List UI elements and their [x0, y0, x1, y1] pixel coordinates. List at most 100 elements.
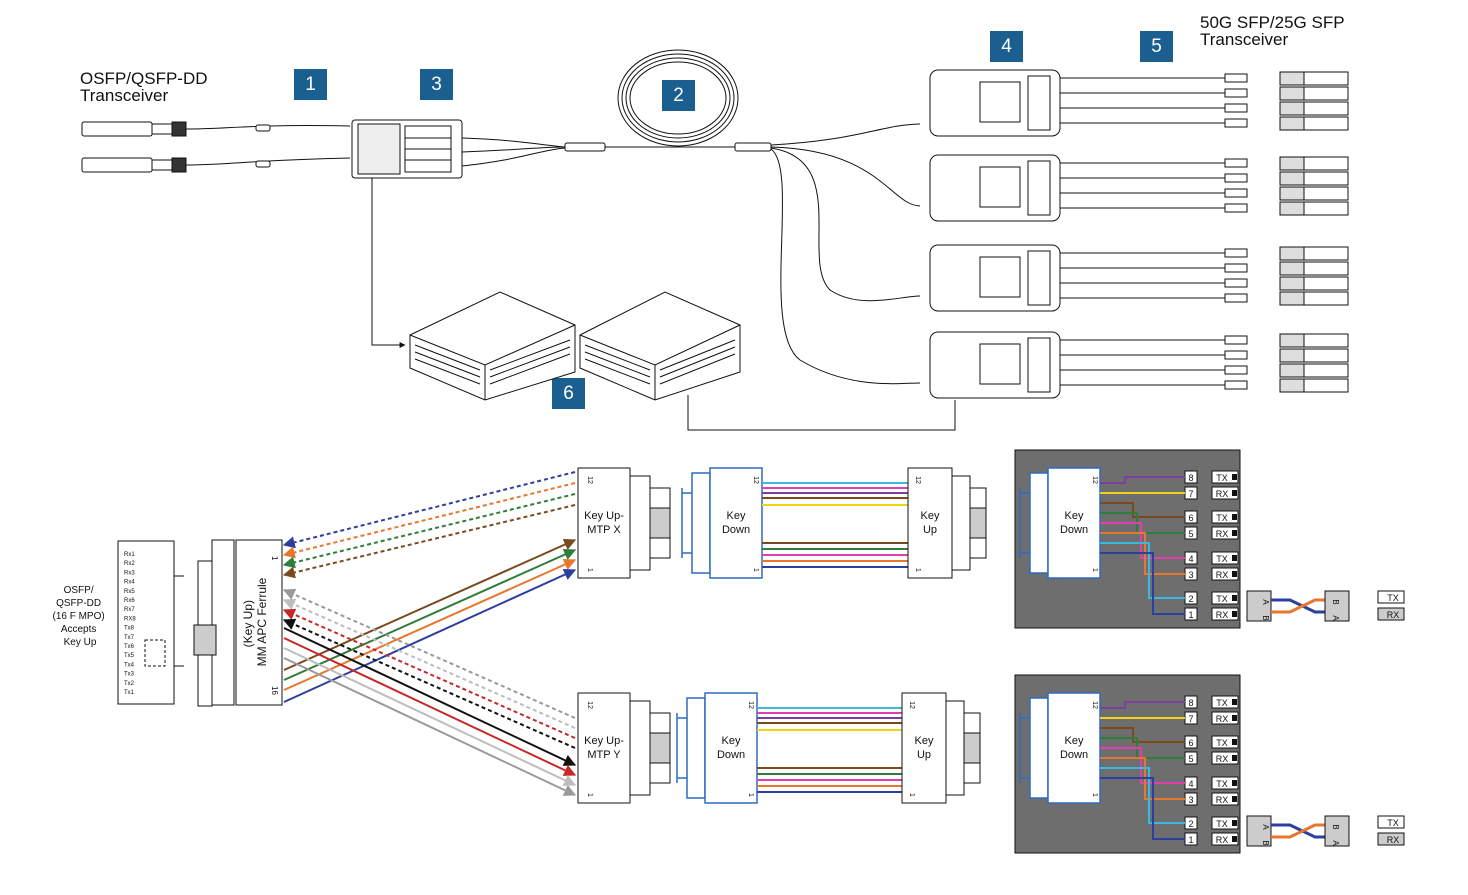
mtp-cassette-3 [351, 119, 463, 179]
lc-connector-4-1 [1224, 335, 1248, 345]
sfp-latch-3-4 [1279, 291, 1305, 306]
mtp-pin-1: 1 [586, 568, 593, 572]
lc-connector-3-3 [1224, 278, 1248, 288]
end-rx-label: RX [1387, 610, 1400, 620]
port-type-box-1 [1211, 832, 1239, 846]
key-down-connector [704, 692, 758, 804]
key-down-line1: Key [727, 510, 746, 522]
port-label-tx7: Tx7 [124, 635, 135, 641]
key-down-line1: Key [722, 735, 741, 747]
key-up-connector [901, 692, 947, 804]
port-type-box-3 [1211, 792, 1239, 806]
adapter-bracket [676, 713, 687, 783]
port-type-box-4 [1211, 551, 1239, 565]
badge-1: 1 [294, 69, 327, 100]
sfp-latch-3-3 [1279, 276, 1305, 291]
port-label-rx3: Rx3 [124, 570, 135, 576]
port-latch-7 [1232, 490, 1237, 496]
port-latch-8 [1232, 699, 1237, 705]
label-sfp-transceiver: 50G SFP/25G SFP Transceiver [1200, 14, 1345, 48]
lc-connector-3-2 [1224, 263, 1248, 273]
panel-adapter-bracket [1019, 488, 1030, 558]
port-label-tx1: Tx1 [124, 690, 135, 696]
port-label-rx8: RX8 [124, 616, 136, 622]
ferrule-pin-1: 1 [270, 556, 279, 561]
port-label-rx5: Rx5 [124, 589, 135, 595]
key-up-collar [951, 475, 971, 571]
lc-connector-3-1 [1224, 248, 1248, 258]
port-latch-7 [1232, 715, 1237, 721]
duplex-letter-b-right: B [1331, 824, 1340, 829]
chassis-right [579, 291, 741, 401]
port-label-tx6: Tx6 [124, 644, 135, 650]
chassis-units [409, 291, 741, 401]
fiber-rx-gray-dashed [282, 588, 576, 719]
fiber-tx-red [283, 637, 577, 776]
panel-key-down-line2: Down [1060, 749, 1088, 761]
port-latch-4 [1232, 555, 1237, 561]
sfp-latch-3-2 [1279, 261, 1305, 276]
port-latch-5 [1232, 755, 1237, 761]
port-latch-6 [1232, 739, 1237, 745]
fiber-rx-brown-dashed [282, 504, 576, 579]
panel-fiber-8 [1100, 476, 1185, 484]
label-sfp-line2: Transceiver [1200, 30, 1289, 49]
port-type-box-5 [1211, 751, 1239, 765]
key-up-line1: Key [921, 510, 940, 522]
panel-key-down-line1: Key [1065, 510, 1084, 522]
port-number-4: 4 [1188, 779, 1193, 789]
duplex-connector-left [1246, 590, 1272, 622]
key-down-connector [709, 467, 763, 579]
lc-connector-3-4 [1224, 293, 1248, 303]
mtp-pin-1: 1 [586, 793, 593, 797]
port-type-3: RX [1216, 570, 1229, 580]
sfp-latch-1-3 [1279, 101, 1305, 116]
port-number-1: 1 [1188, 610, 1193, 620]
key-down-line2: Down [722, 524, 750, 536]
end-tx-label: TX [1387, 818, 1399, 828]
sfp-latch-1-1 [1279, 71, 1305, 86]
fiber-tx-gray [283, 657, 577, 796]
key-down-pin-12: 12 [752, 476, 759, 484]
lc-connector-1-2 [1224, 88, 1248, 98]
port-number-8: 8 [1188, 698, 1193, 708]
panel-pin-12: 12 [1091, 476, 1098, 484]
left-label-line2: QSFP-DD [56, 598, 101, 609]
lc-connector-1-1 [1224, 73, 1248, 83]
lc-connector-1-3 [1224, 103, 1248, 113]
mtp-label-line2: MTP X [587, 524, 621, 536]
port-number-5: 5 [1188, 529, 1193, 539]
breakout-cassettes [929, 69, 1061, 399]
adapter-body [691, 472, 711, 574]
port-type-3: RX [1216, 795, 1229, 805]
label-sfp-line1: 50G SFP/25G SFP [1200, 13, 1345, 32]
badge-3: 3 [420, 69, 453, 100]
port-label-rx4: Rx4 [124, 580, 135, 586]
port-type-7: RX [1216, 714, 1229, 724]
osfp-port-block [117, 540, 184, 705]
sfp-latch-2-3 [1279, 186, 1305, 201]
port-label-tx5: Tx5 [124, 653, 135, 659]
sfp-latch-4-3 [1279, 363, 1305, 378]
mtp-breakout-key [649, 507, 671, 539]
port-number-5: 5 [1188, 754, 1193, 764]
port-type-box-6 [1211, 510, 1239, 524]
port-type-2: TX [1216, 594, 1228, 604]
port-number-3: 3 [1188, 795, 1193, 805]
port-number-1: 1 [1188, 835, 1193, 845]
lc-connector-2-4 [1224, 203, 1248, 213]
sfp-latch-2-4 [1279, 201, 1305, 216]
port-label-rx6: Rx6 [124, 598, 135, 604]
sfp-latch-4-4 [1279, 378, 1305, 393]
panel-fiber-2 [1100, 767, 1185, 824]
panel-pin-1: 1 [1091, 793, 1098, 797]
label-osfp-line1: OSFP/QSFP-DD [80, 69, 208, 88]
fiber-tx-orange [283, 558, 577, 691]
sfp-latch-3-1 [1279, 246, 1305, 261]
port-latch-4 [1232, 780, 1237, 786]
mtp-label-line2: MTP Y [587, 749, 621, 761]
panel-key-down [1047, 692, 1101, 804]
fiber-rx-green-dashed [282, 493, 576, 569]
osfp-transceiver-upper [81, 121, 187, 137]
